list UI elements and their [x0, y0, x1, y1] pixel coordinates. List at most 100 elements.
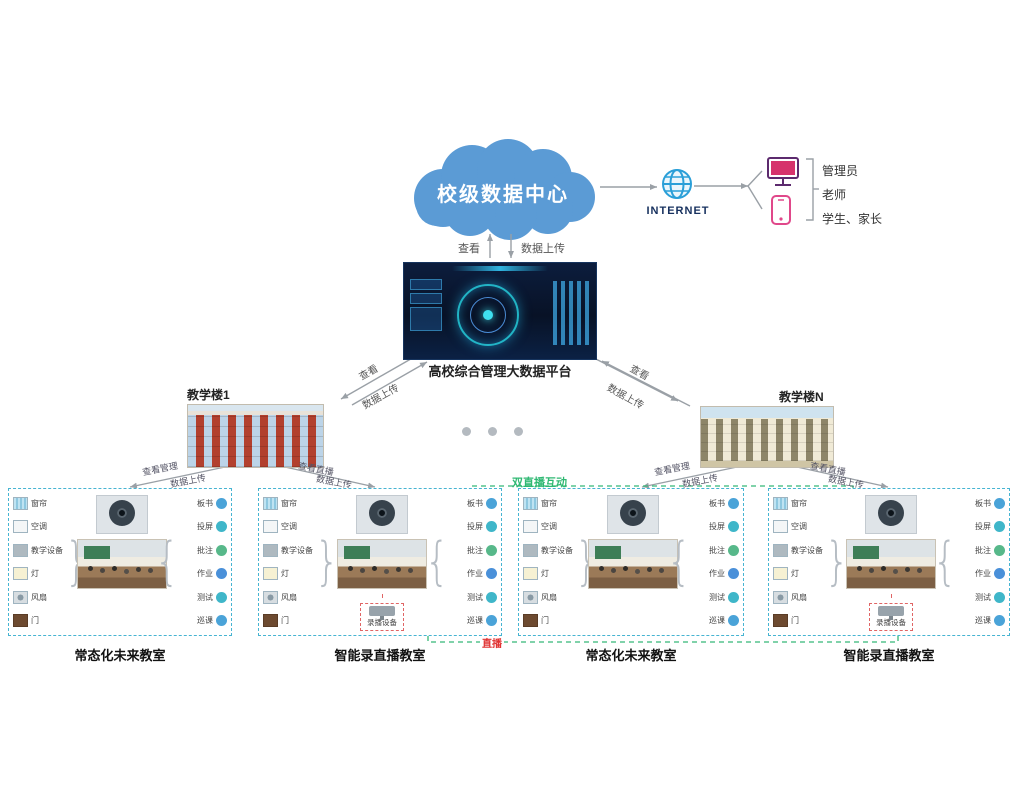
function-list: 板书 投屏 批注 作业 测试 巡课: [953, 493, 1005, 631]
annotate-icon: [216, 544, 227, 556]
device-item: 门: [523, 610, 579, 631]
teaching-device-icon: [263, 543, 278, 557]
door-icon: [13, 613, 28, 627]
recorder-device: 录播设备: [360, 603, 404, 631]
building-n-label: 教学楼N: [779, 390, 824, 404]
teaching-device-icon: [13, 543, 28, 557]
homework-icon: [486, 568, 497, 580]
edge-upload-left: 数据上传: [360, 382, 402, 412]
dome-camera-photo: [865, 495, 917, 534]
phone-icon: [771, 195, 791, 225]
function-item: 巡课: [687, 610, 739, 631]
function-item: 巡课: [175, 610, 227, 631]
test-icon: [994, 591, 1005, 603]
platform-screenshot: [403, 262, 597, 360]
device-item: 空调: [773, 516, 829, 537]
building-roof: [188, 411, 323, 415]
light-icon: [773, 567, 788, 581]
function-item: 测试: [953, 587, 1005, 608]
light-icon: [523, 567, 538, 581]
edge-upload-right: 数据上传: [604, 382, 646, 412]
device-item: 窗帘: [263, 493, 319, 514]
dot: [462, 427, 471, 436]
function-item: 作业: [953, 563, 1005, 584]
building-n-photo: [700, 406, 834, 468]
platform-widget: [410, 293, 442, 304]
patrol-icon: [994, 614, 1005, 626]
internet-globe-icon: [662, 169, 692, 199]
homework-icon: [728, 568, 739, 580]
teaching-device-icon: [523, 543, 538, 557]
function-item: 批注: [175, 540, 227, 561]
ac-icon: [523, 520, 538, 534]
recorder-icon: [878, 606, 904, 620]
device-item: 教学设备: [13, 540, 69, 561]
device-list: 窗帘 空调 教学设备 灯 风扇 门: [523, 493, 579, 631]
user-role-admin: 管理员: [822, 164, 859, 178]
device-item: 教学设备: [523, 540, 579, 561]
annotate-icon: [486, 544, 497, 556]
device-item: 风扇: [773, 587, 829, 608]
fan-icon: [263, 590, 278, 604]
user-role-student-parent: 学生、家长: [822, 212, 883, 226]
function-item: 测试: [687, 587, 739, 608]
dome-camera-photo: [356, 495, 408, 534]
board-icon: [216, 498, 227, 509]
device-item: 窗帘: [773, 493, 829, 514]
device-item: 风扇: [263, 587, 319, 608]
device-item: 门: [13, 610, 69, 631]
dot: [488, 427, 497, 436]
curtain-icon: [773, 497, 788, 510]
device-item: 灯: [13, 563, 69, 584]
board-icon: [728, 498, 739, 509]
building-base: [701, 461, 833, 467]
device-item: 教学设备: [263, 540, 319, 561]
function-item: 巡课: [445, 610, 497, 631]
annotate-icon: [728, 544, 739, 556]
function-item: 投屏: [175, 516, 227, 537]
classroom-panel-2: 窗帘 空调 教学设备 灯 风扇 门 } 录播设备 { 板书 投屏 批注 作业 测…: [258, 488, 502, 636]
function-item: 投屏: [953, 516, 1005, 537]
function-item: 作业: [445, 563, 497, 584]
function-item: 测试: [445, 587, 497, 608]
platform-screen-titlebar: [452, 266, 548, 271]
device-item: 灯: [263, 563, 319, 584]
test-icon: [728, 591, 739, 603]
fan-icon: [13, 590, 28, 604]
function-item: 批注: [953, 540, 1005, 561]
recorder-link-line: [890, 594, 892, 598]
function-item: 作业: [175, 563, 227, 584]
camera-dome: [620, 500, 646, 526]
platform-screen-core: [483, 309, 494, 320]
curtain-icon: [263, 497, 278, 510]
monitor-icon: [767, 157, 799, 186]
recorder-label: 录播设备: [876, 618, 906, 627]
classroom-2-title: 智能录直播教室: [334, 648, 426, 663]
recorder-icon: [369, 606, 395, 620]
function-item: 投屏: [445, 516, 497, 537]
homework-icon: [216, 568, 227, 580]
function-list: 板书 投屏 批注 作业 测试 巡课: [175, 493, 227, 631]
user-role-teacher: 老师: [822, 188, 847, 202]
device-item: 空调: [523, 516, 579, 537]
classroom-photo: [846, 539, 936, 589]
function-item: 批注: [445, 540, 497, 561]
door-icon: [773, 613, 788, 627]
panel-center: [77, 493, 167, 631]
classroom-3-title: 常态化未来教室: [585, 648, 677, 663]
ac-icon: [263, 520, 278, 534]
light-icon: [13, 567, 28, 581]
door-icon: [523, 613, 538, 627]
curtain-icon: [13, 497, 28, 510]
device-item: 风扇: [523, 587, 579, 608]
ellipsis-dots: [462, 427, 523, 436]
dome-camera-photo: [607, 495, 659, 534]
light-icon: [263, 567, 278, 581]
test-icon: [486, 591, 497, 603]
platform-title: 高校综合管理大数据平台: [428, 364, 572, 379]
building-1-photo: [187, 404, 324, 468]
function-item: 测试: [175, 587, 227, 608]
brace-right: {: [666, 532, 692, 592]
